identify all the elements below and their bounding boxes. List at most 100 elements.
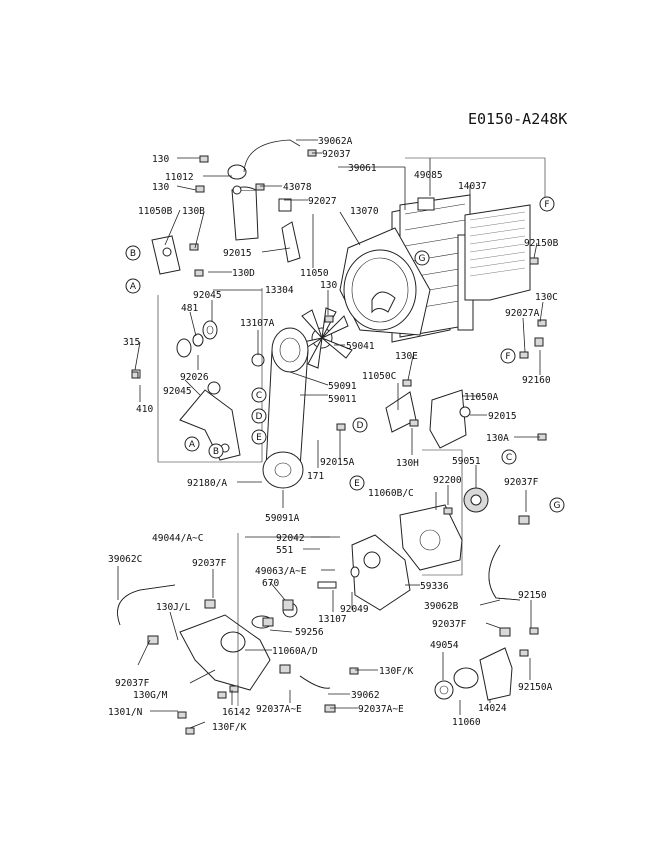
label-39062: 39062 [351, 690, 380, 701]
callout-c-2: C [506, 453, 512, 463]
callout-e-2: E [354, 479, 360, 489]
diagram-code: E0150-A248K [468, 110, 567, 128]
label-130d: 130D [232, 268, 255, 279]
label-43078: 43078 [283, 182, 312, 193]
thermostat-housing [434, 647, 513, 701]
label-92015-a: 92015 [223, 248, 252, 259]
label-59336: 59336 [420, 581, 449, 592]
bracket-11050b [151, 235, 181, 275]
label-1301-n: 1301/N [108, 707, 143, 718]
label-130g-m: 130G/M [133, 690, 168, 701]
label-130f-k-b: 130F/K [212, 722, 247, 733]
label-13070: 13070 [350, 206, 379, 217]
label-11060a-d: 11060A/D [272, 646, 318, 657]
callout-c-1: C [256, 391, 262, 401]
gasket-and-gear [399, 487, 489, 571]
label-92027a: 92027A [505, 308, 540, 319]
label-11050a: 11050A [464, 392, 499, 403]
label-670: 670 [262, 578, 279, 589]
label-92037f-a: 92037F [504, 477, 539, 488]
label-92150a: 92150A [518, 682, 553, 693]
label-92150b: 92150B [524, 238, 559, 249]
callout-g-2: G [554, 501, 561, 511]
label-49054: 49054 [430, 640, 459, 651]
label-11050: 11050 [300, 268, 329, 279]
callout-g-1: G [419, 254, 426, 264]
label-16142: 16142 [222, 707, 251, 718]
callout-f-2: F [505, 352, 510, 362]
label-92180-a: 92180/A [187, 478, 227, 489]
callout-b-2: B [213, 447, 219, 457]
label-410: 410 [136, 404, 153, 415]
label-59051: 59051 [452, 456, 481, 467]
callout-d-1: D [256, 412, 263, 422]
label-551: 551 [276, 545, 293, 556]
label-130-a: 130 [152, 154, 169, 165]
label-481: 481 [181, 303, 198, 314]
label-92037a-e-b: 92037A~E [358, 704, 404, 715]
label-92049: 92049 [340, 604, 369, 615]
label-92037f-d: 92037F [115, 678, 150, 689]
label-171: 171 [307, 471, 324, 482]
label-49044: 49044/A~C [152, 533, 203, 544]
label-92037: 92037 [322, 149, 351, 160]
label-92027: 92027 [308, 196, 337, 207]
label-13304: 13304 [265, 285, 294, 296]
callout-a-1: A [130, 282, 137, 292]
label-130h: 130H [396, 458, 419, 469]
group-frames [157, 157, 546, 706]
belt-and-pulleys [251, 327, 309, 489]
label-92045-b: 92045 [163, 386, 192, 397]
label-14037: 14037 [458, 181, 487, 192]
label-39062b: 39062B [424, 601, 459, 612]
label-39061: 39061 [348, 163, 377, 174]
label-130-b: 130 [152, 182, 169, 193]
label-49085: 49085 [414, 170, 443, 181]
label-92037f-c: 92037F [432, 619, 467, 630]
leader-lines [117, 139, 544, 729]
tension-arm-bracket [179, 381, 241, 461]
label-59091a: 59091A [265, 513, 300, 524]
bolts [131, 149, 547, 735]
label-130j-l: 130J/L [156, 602, 191, 613]
label-11012: 11012 [165, 172, 194, 183]
label-11060: 11060 [452, 717, 481, 728]
reservoir-tank [227, 139, 301, 241]
label-130f-k-a: 130F/K [379, 666, 414, 677]
label-92200: 92200 [433, 475, 462, 486]
callout-a-2: A [189, 440, 196, 450]
label-39062a: 39062A [318, 136, 353, 147]
label-59041: 59041 [346, 341, 375, 352]
label-14024: 14024 [478, 703, 507, 714]
callout-e-1: E [256, 433, 262, 443]
label-92015a: 92015A [320, 457, 355, 468]
label-59256: 59256 [295, 627, 324, 638]
bearing-set [131, 320, 218, 379]
label-130-c: 130 [320, 280, 337, 291]
label-92150: 92150 [518, 590, 547, 601]
label-92160: 92160 [522, 375, 551, 386]
label-92015-b: 92015 [488, 411, 517, 422]
label-130b: 130B [182, 206, 205, 217]
label-130c: 130C [535, 292, 558, 303]
label-59091: 59091 [328, 381, 357, 392]
label-92026: 92026 [180, 372, 209, 383]
fan-shroud [339, 227, 431, 336]
label-11060b-c: 11060B/C [368, 488, 414, 499]
label-130e: 130E [395, 351, 418, 362]
label-13107: 13107 [318, 614, 347, 625]
part-labels: 39062A 92037 130 11012 130 43078 39061 4… [108, 136, 559, 733]
callouts: B A F G C D E A B F D E C G [125, 196, 565, 513]
label-92042: 92042 [276, 533, 305, 544]
label-13107a: 13107A [240, 318, 275, 329]
label-92037a-e-a: 92037A~E [256, 704, 302, 715]
bracket-11050 [278, 198, 301, 263]
label-92037f-b: 92037F [192, 558, 227, 569]
callout-b-1: B [130, 249, 136, 259]
label-49063: 49063/A~E [255, 566, 307, 577]
bracket-11050a [385, 389, 471, 449]
label-11050b: 11050B [138, 206, 173, 217]
callout-f-1: F [544, 200, 549, 210]
label-59011: 59011 [328, 394, 357, 405]
